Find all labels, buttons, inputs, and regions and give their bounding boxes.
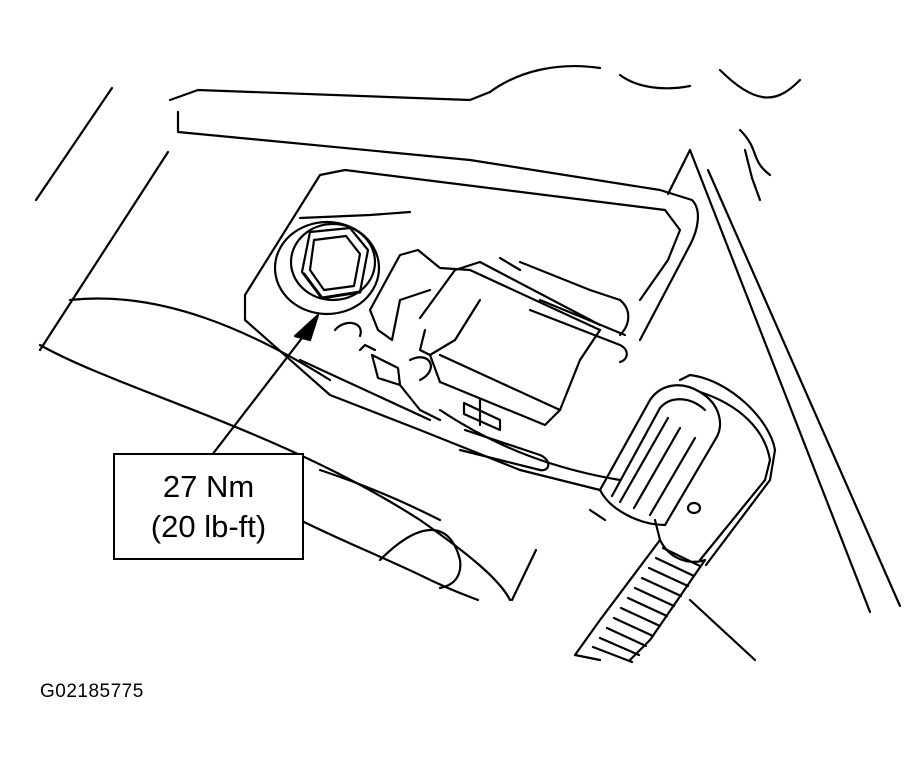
mounting-bracket <box>245 170 680 490</box>
torque-imperial-value: (20 lb-ft) <box>150 508 267 544</box>
figure-code: G02185775 <box>40 681 144 702</box>
torque-metric-value: 27 Nm <box>162 468 255 504</box>
corrugated-wire-loom <box>575 540 705 662</box>
hex-bolt-icon <box>275 222 379 314</box>
pointer-arrow-icon <box>212 315 318 455</box>
sensor-connector <box>335 250 600 430</box>
torque-spec-callout: 27 Nm (20 lb-ft) <box>113 453 304 560</box>
cable-connector-boot <box>600 375 775 565</box>
engine-background-lines <box>36 66 900 660</box>
